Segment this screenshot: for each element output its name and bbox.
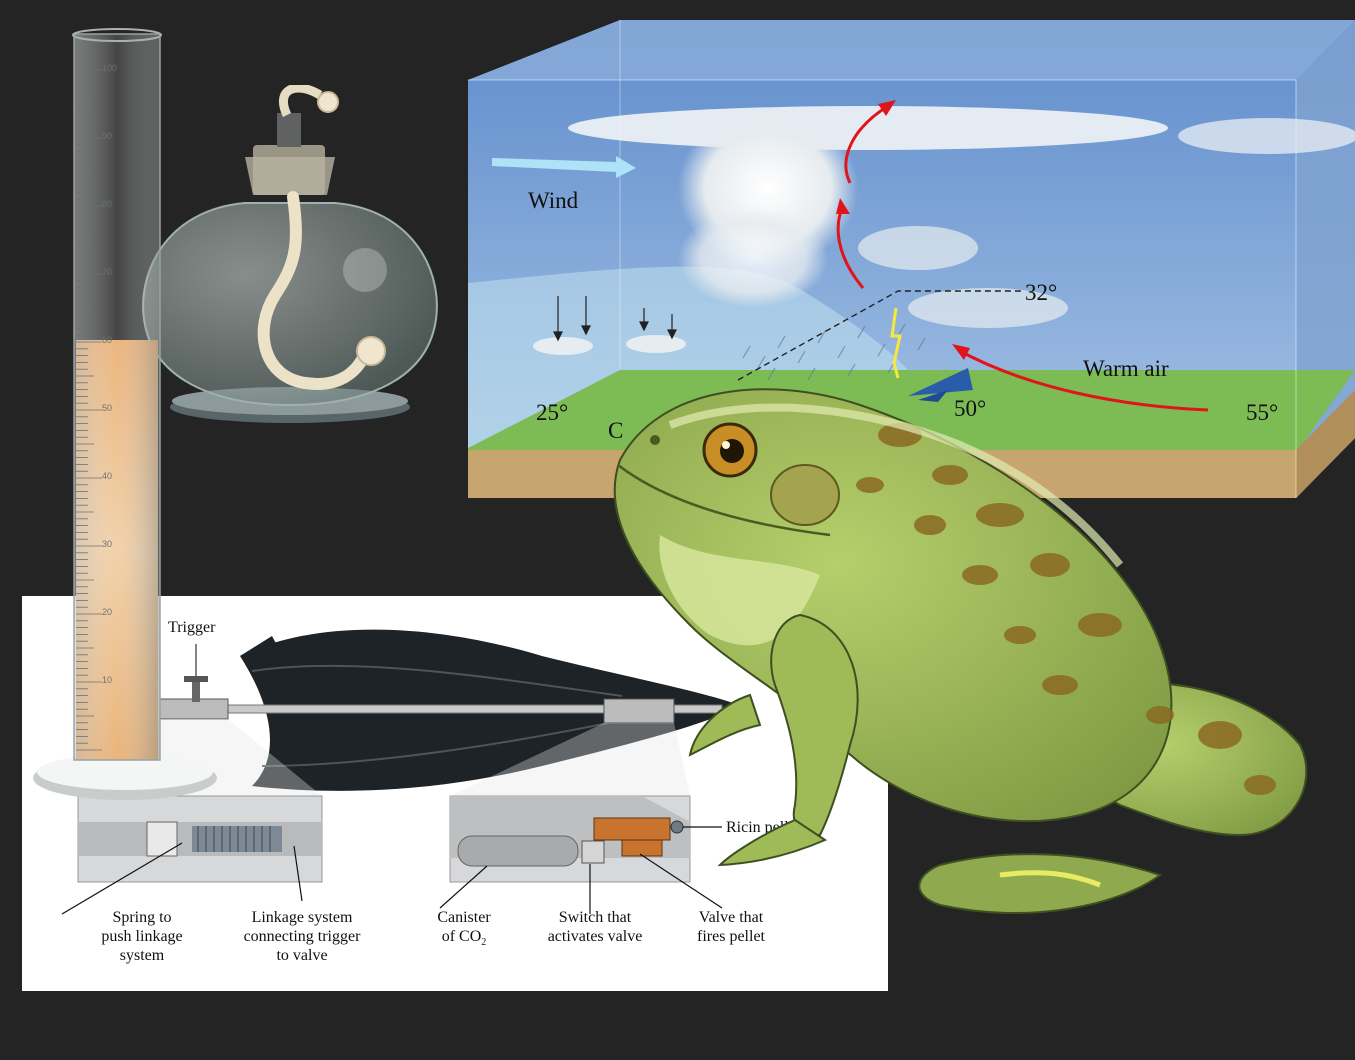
frog-throat xyxy=(659,535,820,646)
cylinder-tick-label: 70 xyxy=(102,267,113,277)
weather-front-graphic xyxy=(468,20,1355,498)
canister-label: Canister of CO2 xyxy=(437,909,491,949)
trigger-label: Trigger xyxy=(168,619,216,636)
cylinder-tick-label: 60 xyxy=(102,335,113,345)
cylinder-tick-label: 100 xyxy=(102,63,118,73)
frog-eardrum xyxy=(770,464,840,526)
frog-front-foot xyxy=(688,693,762,757)
cold-air-mass xyxy=(468,266,908,448)
cylinder-tick-label: 10 xyxy=(102,675,113,685)
freezing-level-line xyxy=(737,290,1023,381)
cylinder-tick-label: 50 xyxy=(102,403,113,413)
co2-canister xyxy=(457,835,579,867)
bullfrog-illustration xyxy=(600,365,1330,965)
cylinder-tick-label: 80 xyxy=(102,199,113,209)
cylinder-tube xyxy=(73,33,161,761)
temp-55-label: 55° xyxy=(1246,400,1279,425)
frog-body xyxy=(613,388,1173,823)
temp-32-label: 32° xyxy=(1025,280,1058,305)
trigger-button xyxy=(192,680,200,702)
hidden-temp-label-fragment: 50° xyxy=(954,396,987,421)
cylinder-tick-label: 30 xyxy=(102,539,113,549)
graduated-cylinder: 100 90 80 70 60 50 40 30 20 10 xyxy=(30,20,220,820)
wind-arrow xyxy=(492,156,636,178)
cylinder-tick-label: 20 xyxy=(102,607,113,617)
valve-label: Valve that fires pellet xyxy=(697,909,765,945)
bullfrog-graphic xyxy=(613,388,1308,914)
temp-25-label: 25° xyxy=(536,400,569,425)
spring-label: Spring to push linkage system xyxy=(101,909,183,964)
wind-label: Wind xyxy=(528,188,579,213)
stratus-cloud xyxy=(568,106,1168,150)
alcohol-lamp xyxy=(135,85,445,435)
rain-streaks xyxy=(742,323,926,381)
umbrella-gun-graphic xyxy=(61,629,742,915)
cylinder-tick-label: 90 xyxy=(102,131,113,141)
frog-front-leg xyxy=(770,613,859,837)
lamp-wick xyxy=(257,191,373,390)
lightning-bolt xyxy=(890,307,902,379)
updraft-arrow-upper xyxy=(844,104,889,184)
cold-air-label-fragment: C xyxy=(608,418,624,443)
frog-hind-foot xyxy=(918,853,1163,914)
linkage-label: Linkage system connecting trigger to val… xyxy=(243,909,361,964)
sinking-air-arrows xyxy=(553,296,677,342)
switch-label: Switch that activates valve xyxy=(547,909,643,945)
spring-coil xyxy=(192,826,282,852)
warm-air-arrow xyxy=(957,348,1209,412)
wick-top xyxy=(278,85,323,117)
graduated-cylinder-graphic xyxy=(33,28,217,800)
frog-mouth xyxy=(617,464,831,537)
cylinder-tick-label: 40 xyxy=(102,471,113,481)
firing-mechanism xyxy=(603,698,675,724)
weather-front-diagram: Wind 32° Warm air 25° 55° C 50° xyxy=(468,18,1355,500)
warm-air-label: Warm air xyxy=(1083,356,1169,381)
wick-holder xyxy=(277,113,301,147)
alcohol-lamp-graphic xyxy=(142,85,438,423)
